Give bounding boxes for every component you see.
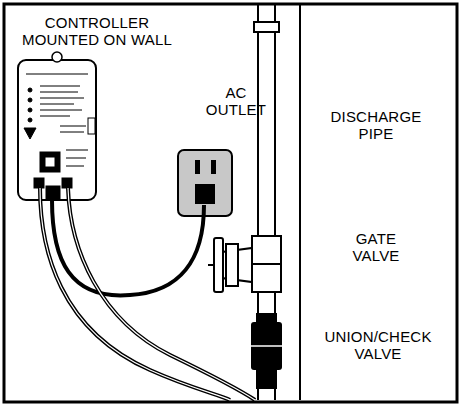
cords (40, 188, 255, 400)
gate-valve (208, 236, 281, 292)
union-check-valve (251, 313, 282, 389)
controller (18, 52, 96, 200)
part-label: DISCHARGE PIPE (320, 108, 432, 142)
cords-inner (40, 188, 255, 400)
part-label: GATE VALVE (334, 230, 418, 264)
wall-line (299, 5, 301, 400)
part-label: AC OUTLET (200, 84, 272, 118)
part-label: UNION/CHECK VALVE (314, 328, 442, 362)
part-label: CONTROLLER MOUNTED ON WALL (22, 14, 172, 48)
frame (4, 4, 457, 402)
